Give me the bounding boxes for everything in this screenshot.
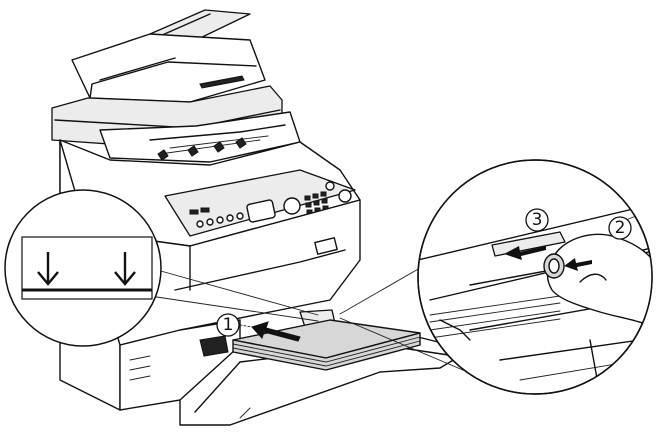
control-panel (164, 169, 356, 237)
slide-arrow-icon (504, 246, 546, 260)
paper-orientation-arrows-icon (37, 252, 136, 286)
nav-button (283, 197, 301, 215)
paper-guide-left (199, 335, 229, 357)
callout-3-circle (525, 208, 549, 232)
adf-top-tray (71, 9, 266, 103)
lcd-display (246, 199, 276, 223)
callout-2-label: 2 (615, 218, 626, 238)
magnifier-right: 3 2 (339, 159, 653, 395)
front-label (314, 237, 338, 255)
magnifier-left (4, 189, 319, 347)
callout-1-circle (216, 313, 240, 337)
squeeze-arrow-icon (564, 258, 592, 271)
callout-3-label: 3 (532, 210, 543, 230)
hand-closeup (546, 233, 652, 331)
callout-1-label: 1 (223, 315, 234, 335)
insert-direction-arrow-icon (251, 321, 301, 342)
callout-2-circle (608, 216, 632, 240)
paper-stack (232, 319, 421, 371)
paper-guide-closeup (418, 204, 652, 394)
